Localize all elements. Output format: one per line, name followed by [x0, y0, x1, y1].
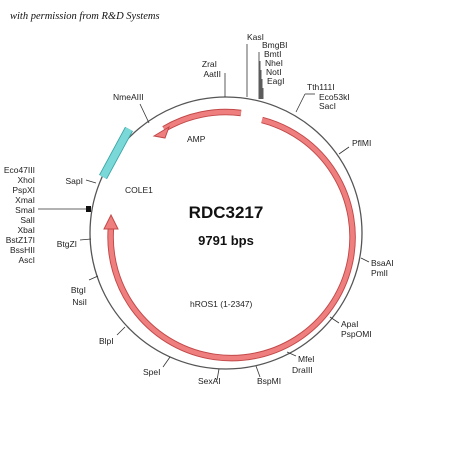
site-apai: ApaI: [341, 319, 359, 329]
site-spei: SpeI: [143, 367, 161, 377]
hros1-arrowhead: [103, 213, 119, 230]
site-leader-lines: [38, 44, 370, 381]
permission-note: with permission from R&D Systems: [10, 11, 160, 22]
site-xhoi: XhoI: [18, 175, 36, 185]
site-mfei: MfeI: [298, 354, 315, 364]
site-noti: NotI: [266, 67, 282, 77]
site-bsaai: BsaAI: [371, 258, 394, 268]
site-zrai: ZraI: [202, 59, 217, 69]
plasmid-name: RDC3217: [189, 203, 264, 222]
amp-feature-arrow: [162, 109, 242, 131]
hros1-label: hROS1 (1-2347): [190, 299, 253, 309]
site-pspxi: PspXI: [12, 185, 35, 195]
site-btgi: BtgI: [71, 285, 86, 295]
site-asci: AscI: [18, 255, 35, 265]
site-sali: SalI: [20, 215, 35, 225]
site-pmli: PmlI: [371, 268, 388, 278]
site-bsshii: BssHII: [10, 245, 35, 255]
plasmid-size: 9791 bps: [198, 233, 254, 248]
site-sapi: SapI: [66, 176, 84, 186]
site-bstz17i: BstZ17I: [6, 235, 35, 245]
site-sexai: SexAI: [198, 376, 221, 386]
site-eagi: EagI: [267, 76, 285, 86]
site-tth111i: Tth111I: [307, 82, 335, 92]
site-kasi: KasI: [247, 32, 264, 42]
hros1-feature-arrow: [108, 117, 355, 361]
site-aatii: AatII: [204, 69, 221, 79]
mcs-marker: [86, 206, 91, 212]
site-pspomi: PspOMI: [341, 329, 372, 339]
cole1-label: COLE1: [125, 185, 153, 195]
amp-arrowhead: [152, 125, 170, 139]
site-nmeaiii: NmeAIII: [113, 92, 144, 102]
backbone-circle: [89, 96, 363, 370]
site-btgzi: BtgZI: [57, 239, 77, 249]
site-bmgbi: BmgBI: [262, 40, 288, 50]
site-xbai: XbaI: [18, 225, 36, 235]
site-xmai: XmaI: [15, 195, 35, 205]
site-nsii: NsiI: [72, 297, 87, 307]
amp-label: AMP: [187, 134, 206, 144]
site-blpi: BlpI: [99, 336, 114, 346]
site-nhei: NheI: [265, 58, 283, 68]
site-draiii: DraIII: [292, 365, 313, 375]
site-pflmi: PflMI: [352, 138, 371, 148]
site-bmti: BmtI: [264, 49, 281, 59]
site-bspmi: BspMI: [257, 376, 281, 386]
cole1-feature-box: [99, 127, 133, 179]
site-smai: SmaI: [15, 205, 35, 215]
site-eco47iii: Eco47III: [4, 165, 35, 175]
site-eco53ki: Eco53kI: [319, 92, 350, 102]
site-saci: SacI: [319, 101, 336, 111]
